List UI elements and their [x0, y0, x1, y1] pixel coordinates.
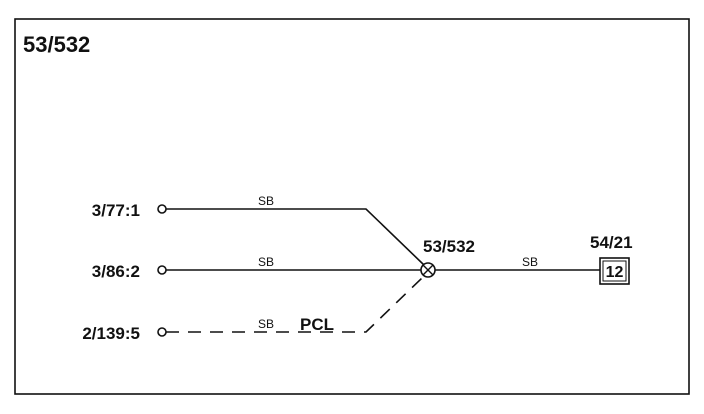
wire-color-label-3: SB: [258, 317, 274, 331]
output-box-outer: [599, 257, 630, 285]
connector-label-1: 3/77:1: [92, 201, 140, 220]
output-box-inner: [602, 260, 627, 282]
wire-color-label-2: SB: [258, 255, 274, 269]
connector-terminal-3: [157, 327, 167, 337]
splice-label: 53/532: [423, 237, 475, 256]
wire-1: [166, 208, 425, 266]
diagram-title: 53/532: [23, 32, 90, 57]
wire-3-optional: [166, 277, 423, 333]
option-label-pcl: PCL: [300, 315, 334, 334]
wire-color-label-output: SB: [522, 255, 538, 269]
connector-terminal-1: [157, 204, 167, 214]
connector-label-2: 3/86:2: [92, 262, 140, 281]
connector-terminal-2: [157, 265, 167, 275]
wire-color-label-1: SB: [258, 194, 274, 208]
splice-icon: [420, 262, 436, 278]
diagram-frame: [14, 18, 690, 395]
output-box-number: 12: [606, 264, 624, 281]
connector-label-3: 2/139:5: [82, 324, 140, 343]
output-label: 54/21: [590, 233, 633, 252]
